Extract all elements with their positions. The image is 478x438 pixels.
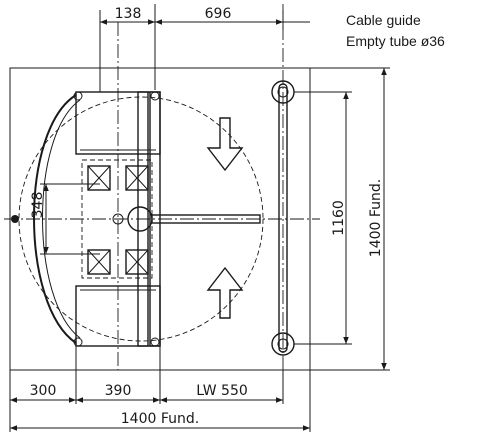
mechanism-plate-bottom-left xyxy=(87,249,111,275)
dim-center-vertical: 348 xyxy=(30,192,46,219)
mechanism-plate-top-right xyxy=(125,165,149,191)
rail-end-bottom-inner xyxy=(277,338,289,350)
dim-foundation-width: 1400 Fund. xyxy=(121,411,199,427)
note-empty-tube: Empty tube ø36 xyxy=(346,33,445,49)
mechanism-plate-top-left xyxy=(87,165,111,191)
hub-small xyxy=(112,213,124,225)
barrier-arm xyxy=(151,214,261,224)
guide-rail xyxy=(278,83,288,353)
hinge-point xyxy=(11,215,19,223)
door-swing-arc-inner xyxy=(42,99,81,339)
arrow-up-icon xyxy=(206,266,244,319)
dim-rail-height: 1160 xyxy=(331,200,347,236)
post-cap-bottom-left xyxy=(73,337,83,347)
post-cap-bottom-right xyxy=(150,337,160,347)
post-cap-top-left xyxy=(73,91,83,101)
mechanism-plate-bottom-right xyxy=(125,249,149,275)
note-cable-guide: Cable guide xyxy=(346,12,421,28)
rail-end-top-inner xyxy=(277,86,289,98)
left-post xyxy=(137,91,149,347)
door-swing-arc xyxy=(33,94,77,344)
dim-bottom-c: LW 550 xyxy=(196,383,248,399)
dim-bottom-a: 300 xyxy=(30,383,57,399)
dim-bottom-b: 390 xyxy=(105,383,132,399)
post-cap-top-right xyxy=(150,91,160,101)
swing-circle xyxy=(18,96,264,342)
arrow-down-icon xyxy=(206,117,244,172)
dim-top-left: 138 xyxy=(115,6,142,22)
dim-top-right: 696 xyxy=(205,6,232,22)
dim-foundation-height: 1400 Fund. xyxy=(368,179,384,257)
